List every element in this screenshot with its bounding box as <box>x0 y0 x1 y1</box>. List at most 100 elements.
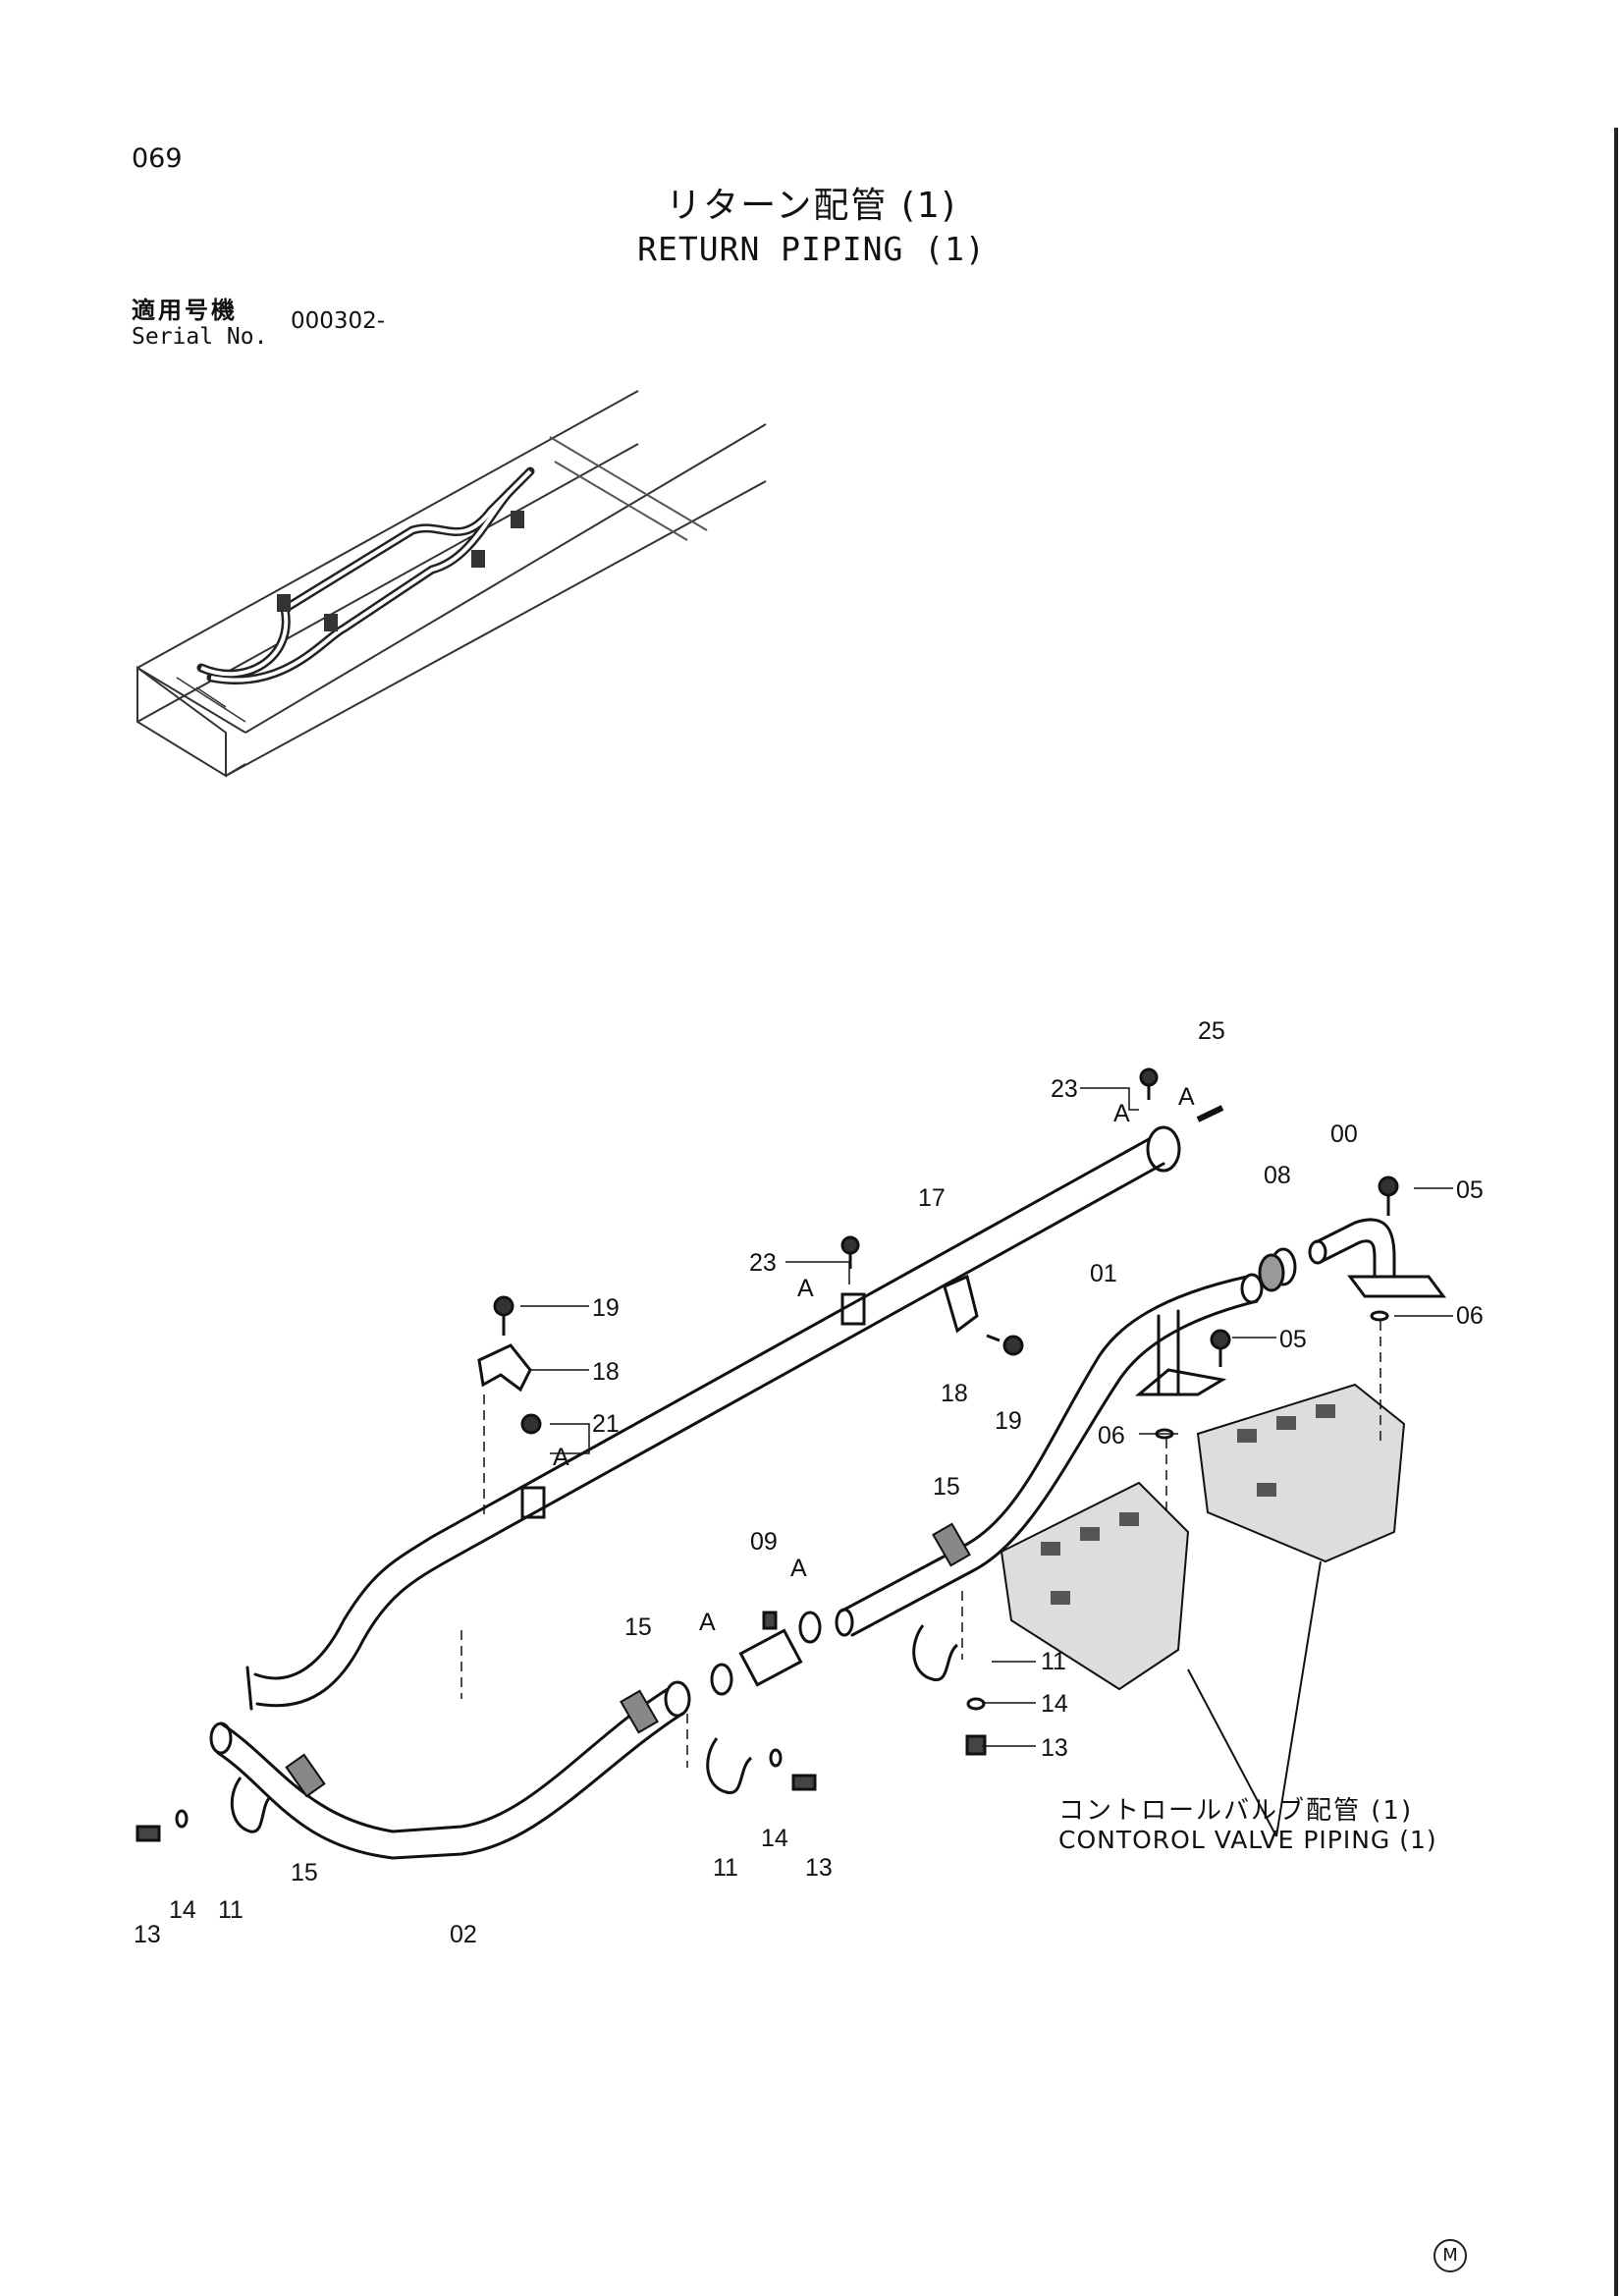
bolt-13 <box>965 1734 987 1756</box>
frame-end-face <box>136 666 227 778</box>
part-label-14: 14 <box>169 1896 196 1924</box>
pipe-17-elbow-end <box>1146 1125 1181 1173</box>
part-label-15: 15 <box>933 1473 960 1501</box>
bolt-19-head <box>493 1295 514 1317</box>
part-label-05: 05 <box>1279 1326 1307 1353</box>
part-label-15: 15 <box>291 1859 318 1886</box>
callout-english: CONTOROL VALVE PIPING (1) <box>1058 1826 1437 1854</box>
serial-label-english: Serial No. <box>132 324 268 350</box>
part-label-05: 05 <box>1456 1176 1484 1204</box>
part-label-A: A <box>797 1275 814 1302</box>
title-japanese: リターン配管 (1) <box>666 186 957 226</box>
serial-number-value: 000302- <box>291 308 386 334</box>
pipe-17-end <box>245 1666 253 1711</box>
part-label-A: A <box>1113 1100 1130 1127</box>
part-label-19: 19 <box>995 1407 1022 1435</box>
pipe-01-branch <box>1157 1309 1180 1396</box>
part-label-11: 11 <box>218 1896 243 1924</box>
control-valve-front <box>1000 1481 1190 1691</box>
title-english: RETURN PIPING (1) <box>637 230 986 268</box>
part-label-14: 14 <box>761 1825 788 1852</box>
part-label-A: A <box>553 1444 569 1471</box>
clamp-11 <box>230 1777 272 1833</box>
control-valve-rear <box>1196 1383 1406 1563</box>
bolt-13 <box>135 1825 161 1842</box>
part-label-21: 21 <box>592 1410 620 1438</box>
overview-clamp <box>471 550 485 568</box>
clamp-11 <box>912 1624 959 1681</box>
elbow-00-flange <box>1347 1275 1446 1298</box>
washer-14 <box>769 1748 783 1768</box>
part-label-13: 13 <box>134 1921 161 1948</box>
part-label-18: 18 <box>592 1358 620 1386</box>
clamp-11 <box>706 1737 753 1794</box>
o-ring <box>798 1611 822 1644</box>
elbow-00 <box>1315 1218 1396 1277</box>
overview-clamp <box>324 614 338 631</box>
bolt-19-head <box>1002 1335 1024 1356</box>
part-label-13: 13 <box>1041 1734 1068 1762</box>
plug-21 <box>520 1413 542 1435</box>
part-label-A: A <box>1178 1083 1195 1111</box>
pipe-01-flange <box>1134 1368 1227 1396</box>
part-label-09: 09 <box>750 1528 778 1556</box>
corner-mark: M <box>1434 2239 1467 2272</box>
pipe-17-lower-edge <box>255 1162 1165 1708</box>
frame-edge <box>136 667 246 777</box>
part-label-23: 23 <box>749 1249 777 1277</box>
bolt-05 <box>1210 1329 1231 1350</box>
part-label-11: 11 <box>1041 1648 1066 1675</box>
callout-leader <box>1187 1560 1322 1837</box>
washer-14 <box>175 1809 189 1829</box>
frame-crossmember <box>549 436 708 541</box>
washer-14 <box>966 1697 986 1711</box>
callout-japanese: コントロールバルブ配管 (1) <box>1058 1796 1414 1826</box>
clamp-15 <box>620 1689 659 1734</box>
part-label-17: 17 <box>918 1184 946 1212</box>
coupling-09 <box>738 1628 803 1687</box>
page-edge-rule <box>1614 128 1618 2296</box>
frame-rail-outline <box>136 390 767 777</box>
part-label-A: A <box>790 1555 807 1582</box>
part-label-08: 08 <box>1264 1162 1291 1189</box>
pipe-17-boss <box>840 1292 866 1326</box>
fitting-23 <box>840 1235 860 1255</box>
part-label-19: 19 <box>592 1294 620 1322</box>
clamp-15 <box>285 1753 326 1798</box>
pipe-02-lower-edge <box>216 1712 684 1860</box>
part-label-13: 13 <box>805 1854 833 1882</box>
bolt-13 <box>791 1774 817 1791</box>
part-label-11: 11 <box>713 1854 738 1882</box>
frame-detail <box>176 677 246 723</box>
part-label-00: 00 <box>1330 1121 1358 1148</box>
part-label-06: 06 <box>1098 1422 1125 1449</box>
serial-label-japanese: 適用号機 <box>132 297 238 324</box>
pipe-02-upper-edge <box>219 1687 670 1833</box>
part-label-15: 15 <box>624 1613 652 1641</box>
part-label-23: 23 <box>1051 1075 1078 1103</box>
clamp-15 <box>932 1522 971 1567</box>
overview-clamp <box>277 594 291 612</box>
o-ring <box>710 1663 733 1696</box>
bracket-18 <box>477 1343 532 1393</box>
pipe-17-upper-edge <box>253 1137 1151 1680</box>
part-label-25: 25 <box>1198 1017 1225 1045</box>
part-label-18: 18 <box>941 1380 968 1407</box>
pipe-01-upper-edge <box>840 1275 1249 1613</box>
part-label-06: 06 <box>1456 1302 1484 1330</box>
page-number: 069 <box>132 143 183 174</box>
part-label-14: 14 <box>1041 1690 1068 1718</box>
part-label-01: 01 <box>1090 1260 1117 1287</box>
fitting-23 <box>1139 1067 1159 1087</box>
overview-pipe-lower <box>206 486 515 684</box>
part-label-A: A <box>699 1609 716 1636</box>
overview-pipe-upper <box>196 466 535 679</box>
pipe-01-lower-edge <box>850 1299 1259 1637</box>
coupling-plug <box>762 1611 778 1630</box>
bracket-18 <box>943 1274 979 1334</box>
overview-clamp <box>511 511 524 528</box>
o-ring-06 <box>1370 1310 1389 1322</box>
pipe-17-boss <box>520 1486 546 1519</box>
fitting-25 <box>1196 1105 1224 1122</box>
